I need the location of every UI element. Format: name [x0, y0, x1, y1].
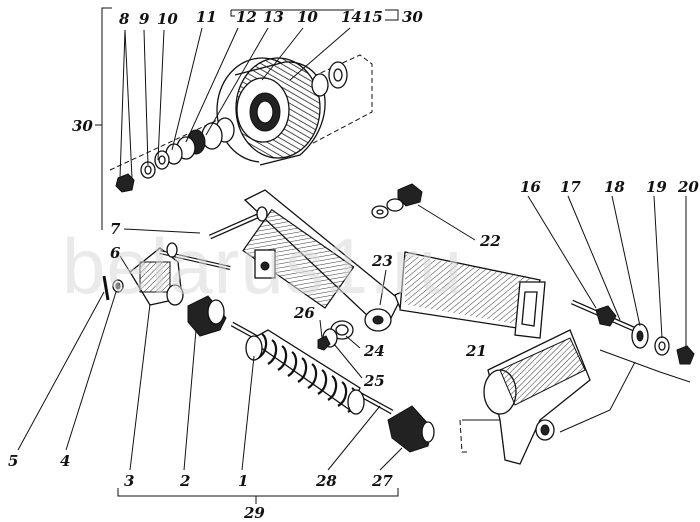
label-16: 16 — [520, 178, 541, 196]
bracket-21 — [459, 329, 691, 465]
label-1: 1 — [238, 472, 248, 490]
label-25: 25 — [363, 372, 385, 390]
label-2: 2 — [179, 472, 190, 490]
label-10b: 10 — [297, 8, 318, 26]
label-6: 6 — [110, 244, 121, 262]
label-12: 12 — [236, 8, 257, 26]
bracket-15 — [230, 9, 354, 17]
pulley-shaft — [216, 57, 348, 166]
clevis-parts — [102, 242, 231, 306]
label-5: 5 — [8, 452, 18, 470]
label-22: 22 — [479, 232, 501, 250]
label-20: 20 — [677, 178, 699, 196]
label-29: 29 — [243, 504, 265, 522]
label-15: 15 — [362, 8, 383, 26]
label-13: 13 — [263, 8, 284, 26]
label-24: 24 — [363, 342, 385, 360]
pulley-assembly — [109, 54, 373, 193]
label-17: 17 — [560, 178, 581, 196]
bracket-30-top — [385, 9, 399, 21]
watermark-text: belarus1.ru — [62, 222, 463, 310]
label-26: 26 — [293, 304, 315, 322]
bearing-stack — [115, 117, 235, 193]
part-labels: 8 9 10 11 12 13 10 14 15 30 30 7 6 22 23… — [8, 8, 699, 522]
label-19: 19 — [646, 178, 667, 196]
bracket-30-left — [95, 7, 112, 230]
label-28: 28 — [315, 472, 337, 490]
tension-arm — [208, 189, 436, 332]
label-30-left: 30 — [72, 117, 93, 135]
bracket-29 — [117, 488, 399, 504]
label-8: 8 — [119, 10, 130, 28]
label-30-top: 30 — [402, 8, 423, 26]
label-23: 23 — [371, 252, 393, 270]
label-21: 21 — [465, 342, 487, 360]
label-7: 7 — [110, 220, 121, 238]
coil-spring — [245, 329, 365, 415]
square-tube-22 — [371, 183, 546, 339]
label-4: 4 — [60, 452, 70, 470]
leader-lines — [17, 27, 687, 471]
label-14: 14 — [341, 8, 362, 26]
label-11: 11 — [196, 8, 217, 26]
label-10a: 10 — [157, 10, 178, 28]
label-9: 9 — [139, 10, 150, 28]
label-3: 3 — [124, 472, 134, 490]
bolt-16-assembly — [570, 299, 695, 365]
label-18: 18 — [604, 178, 625, 196]
label-27: 27 — [371, 472, 393, 490]
spring-assembly — [187, 295, 435, 453]
